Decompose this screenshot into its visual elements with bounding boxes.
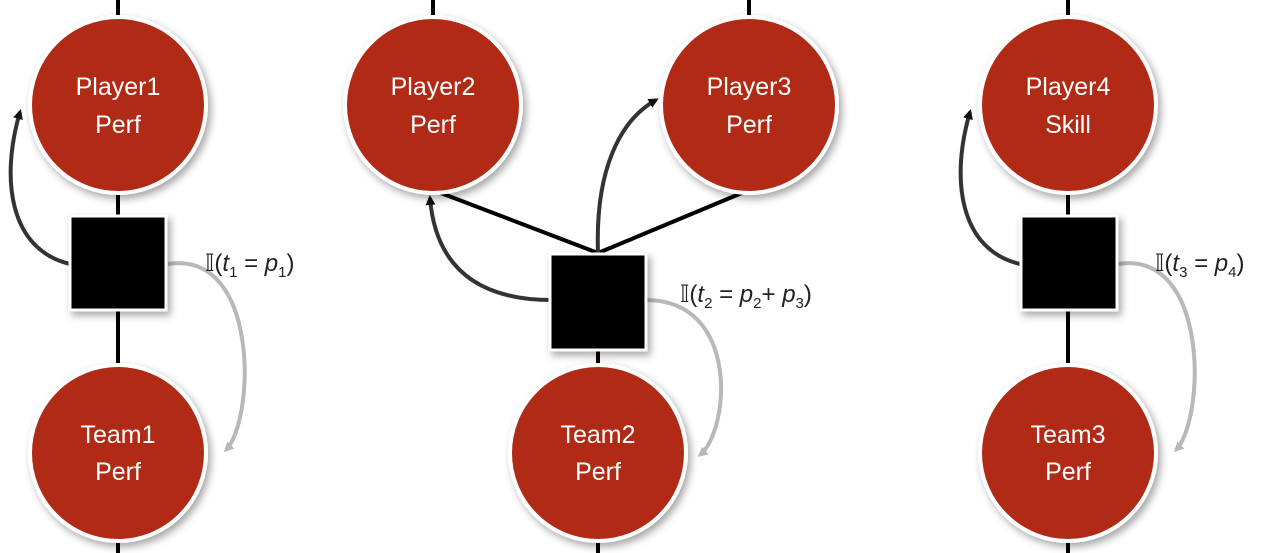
node-team3-circle	[978, 363, 1158, 543]
arrow-factor3-to-team3	[1117, 261, 1197, 453]
node-player1: Player1 Perf	[28, 15, 208, 195]
node-team2-circle	[508, 363, 688, 543]
node-player3-label-2: Perf	[726, 111, 772, 139]
node-team3-label-2: Perf	[1045, 458, 1091, 486]
arrow-factor2-to-player2	[425, 195, 553, 302]
edge-player2-factor2	[432, 188, 599, 255]
node-team1-circle	[28, 363, 208, 543]
node-player4-label-2: Skill	[1045, 111, 1091, 139]
node-player3-label-1: Player3	[707, 73, 792, 101]
arrow-factor2-to-team2	[645, 298, 724, 457]
node-player3-circle	[659, 15, 839, 195]
node-team1-label-2: Perf	[95, 458, 141, 486]
arrow-factor1-to-player1	[8, 109, 71, 266]
message-arrows-dark	[8, 98, 1021, 302]
node-player1-label-2: Perf	[95, 111, 141, 139]
factor-node-2	[548, 252, 648, 352]
node-team1: Team1 Perf	[28, 363, 208, 543]
variable-nodes: Player1 Perf Player2 Perf Player3 Perf P…	[28, 15, 1158, 543]
arrow-factor1-to-team1	[167, 261, 247, 453]
factor-nodes	[68, 214, 1119, 352]
node-player4-label-1: Player4	[1026, 73, 1111, 101]
arrow-factor2-to-player3	[595, 98, 659, 254]
node-player3: Player3 Perf	[659, 15, 839, 195]
factor-node-3	[1019, 214, 1119, 312]
node-player2-circle	[343, 15, 523, 195]
node-player1-label-1: Player1	[76, 73, 161, 101]
arrow-factor3-to-player4	[958, 109, 1021, 266]
node-team2: Team2 Perf	[508, 363, 688, 543]
node-player2-label-2: Perf	[410, 111, 456, 139]
node-player4: Player4 Skill	[978, 15, 1158, 195]
formula-factor-2: 𝕀(t2 = p2+ p3)	[680, 281, 812, 312]
factor-node-1	[68, 214, 168, 312]
edge-player3-factor2	[597, 188, 750, 255]
node-team2-label-1: Team2	[560, 421, 635, 449]
node-team3: Team3 Perf	[978, 363, 1158, 543]
message-arrows-light	[167, 261, 1197, 457]
node-team2-label-2: Perf	[575, 458, 621, 486]
node-team1-label-1: Team1	[80, 421, 155, 449]
node-player4-circle	[978, 15, 1158, 195]
formula-factor-1: 𝕀(t1 = p1)	[205, 250, 295, 281]
formula-factor-3: 𝕀(t3 = p4)	[1155, 250, 1245, 281]
node-player2: Player2 Perf	[343, 15, 523, 195]
node-team3-label-1: Team3	[1030, 421, 1105, 449]
node-player2-label-1: Player2	[391, 73, 476, 101]
node-player1-circle	[28, 15, 208, 195]
